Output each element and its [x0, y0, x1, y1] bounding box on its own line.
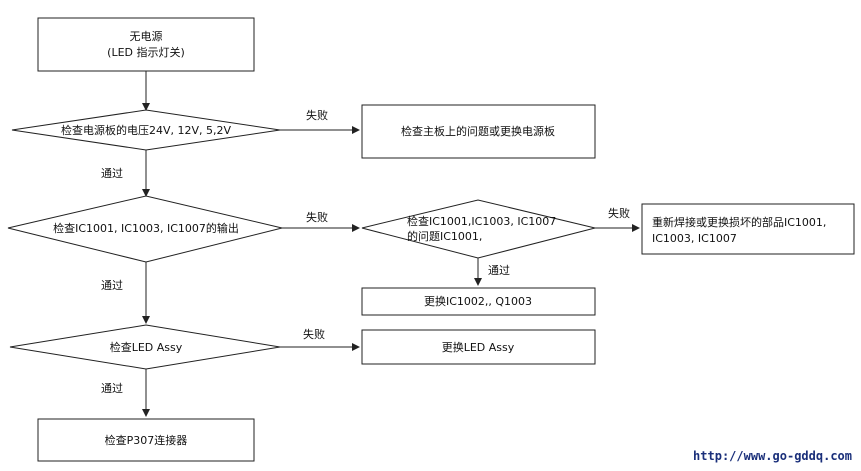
node-replace-led-assy-box — [361, 329, 596, 365]
decision-check-ic-problem-line-2: 的问题IC1001, — [407, 229, 482, 243]
decision-check-ic-problem-line-1: 检查IC1001,IC1003, IC1007 — [407, 214, 556, 228]
edge-label-fail-1: 失败 — [306, 108, 328, 122]
edge-label-pass-1: 通过 — [101, 167, 123, 180]
edge-label-pass-3: 通过 — [101, 279, 123, 292]
decision-check-ic-problem-shape — [361, 199, 596, 259]
decision-check-power-board-label: 检查电源板的电压24V, 12V, 5,2V — [61, 123, 232, 137]
decision-check-power-board-shape — [11, 109, 281, 151]
node-no-power: 无电源 (LED 指示灯关) — [37, 17, 255, 72]
node-no-power-box — [37, 17, 255, 72]
node-no-power-line-1: 无电源 — [130, 29, 163, 43]
node-resolder-ic-box — [641, 203, 855, 255]
edge-labels: 失败 通过 失败 失败 通过 通过 失败 通过 — [101, 108, 630, 395]
decision-check-ic-output-label: 检查IC1001, IC1003, IC1007的输出 — [53, 221, 239, 235]
decision-check-power-board: 检查电源板的电压24V, 12V, 5,2V — [11, 109, 281, 151]
node-check-p307-box — [37, 418, 255, 462]
decision-check-led-assy-shape — [9, 324, 281, 370]
node-resolder-ic: 重新焊接或更换损坏的部品IC1001, IC1003, IC1007 — [641, 203, 855, 255]
node-resolder-ic-line-1: 重新焊接或更换损坏的部品IC1001, — [652, 215, 826, 229]
node-check-mainboard-box — [361, 104, 596, 159]
node-resolder-ic-line-2: IC1003, IC1007 — [652, 232, 737, 245]
connectors — [142, 71, 640, 417]
edge-label-fail-3: 失败 — [608, 206, 630, 220]
node-replace-ic1002: 更换IC1002,, Q1003 — [361, 287, 596, 316]
edge-label-fail-4: 失败 — [303, 327, 325, 341]
node-no-power-line-2: (LED 指示灯关) — [107, 45, 185, 59]
node-check-p307-label: 检查P307连接器 — [105, 433, 188, 447]
edge-label-pass-2: 通过 — [488, 264, 510, 277]
edge-label-pass-4: 通过 — [101, 382, 123, 395]
node-check-p307: 检查P307连接器 — [37, 418, 255, 462]
decision-check-led-assy: 检查LED Assy — [9, 324, 281, 370]
node-replace-ic1002-box — [361, 287, 596, 316]
decision-check-ic-output: 检查IC1001, IC1003, IC1007的输出 — [7, 195, 283, 263]
node-replace-led-assy-label: 更换LED Assy — [442, 340, 515, 354]
node-replace-led-assy: 更换LED Assy — [361, 329, 596, 365]
watermark-url: http://www.go-gddq.com — [693, 449, 852, 463]
decision-check-led-assy-label: 检查LED Assy — [110, 340, 183, 354]
decision-check-ic-output-shape — [7, 195, 283, 263]
node-check-mainboard-label: 检查主板上的问题或更换电源板 — [401, 124, 555, 138]
edge-label-fail-2: 失败 — [306, 210, 328, 224]
node-check-mainboard: 检查主板上的问题或更换电源板 — [361, 104, 596, 159]
node-replace-ic1002-label: 更换IC1002,, Q1003 — [424, 294, 532, 308]
decision-check-ic-problem: 检查IC1001,IC1003, IC1007 的问题IC1001, — [361, 199, 596, 259]
